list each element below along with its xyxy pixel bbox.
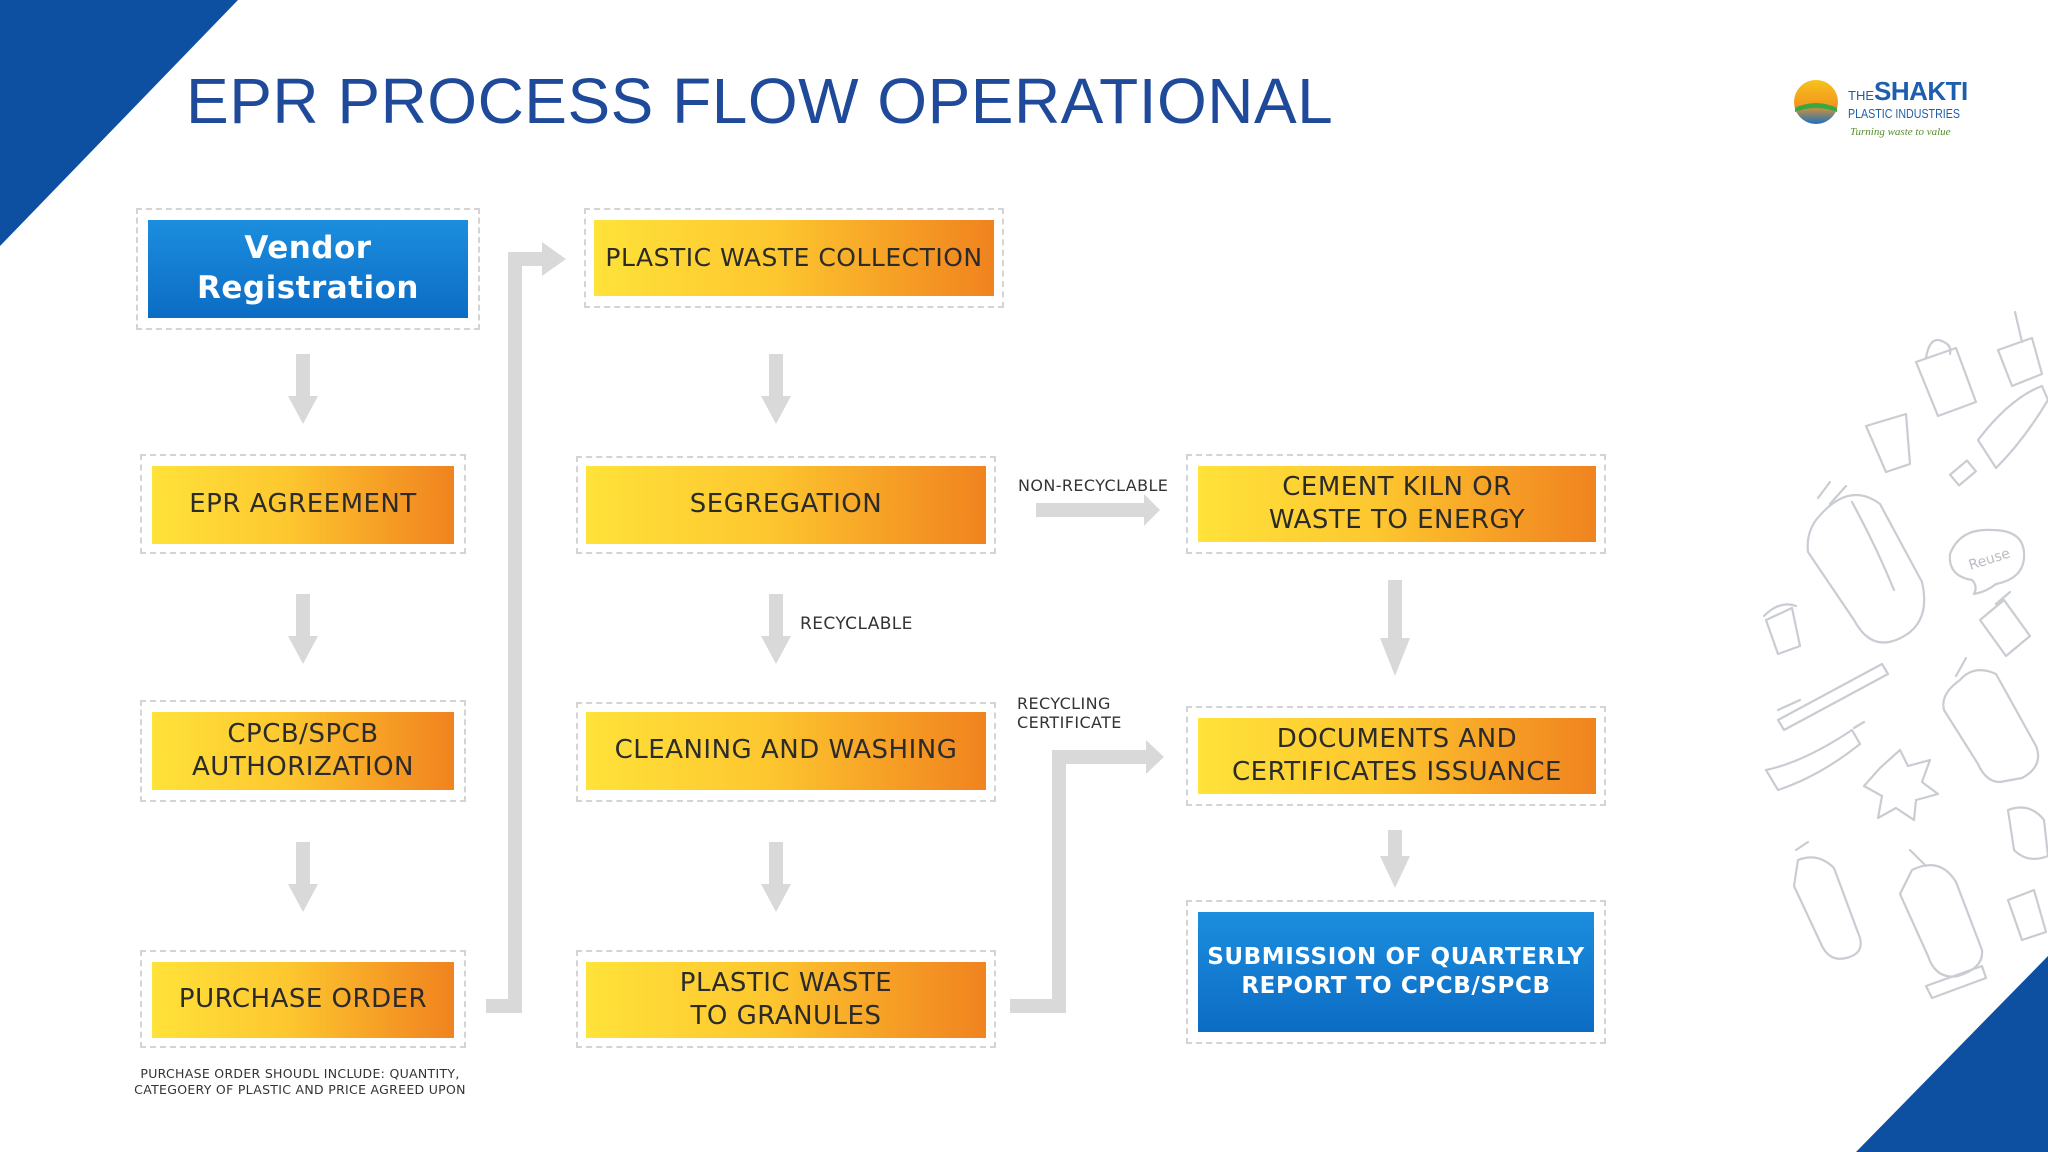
arrow-down-kiln-to-documents	[1380, 580, 1410, 676]
frame-purchase-order	[140, 950, 466, 1048]
arrow-down-agreement-to-authorization	[288, 594, 318, 664]
arrow-down-segregation-to-cleaning	[761, 594, 791, 664]
logo-name: SHAKTI	[1874, 76, 1968, 106]
frame-documents	[1186, 706, 1606, 806]
purchase-order-note: PURCHASE ORDER SHOUDL INCLUDE: QUANTITY,…	[134, 1066, 466, 1097]
arrow-down-authorization-to-order	[288, 842, 318, 912]
frame-authorization	[140, 700, 466, 802]
toothbrush-icon	[1776, 662, 1890, 732]
step-documents-issuance: DOCUMENTS AND CERTIFICATES ISSUANCE	[1198, 718, 1596, 794]
frame-cleaning	[576, 702, 996, 802]
step-cleaning-and-washing: CLEANING AND WASHING	[586, 712, 986, 790]
soap-bottle-icon	[1792, 840, 1862, 960]
recycling-doodles-illustration: Reuse	[1762, 310, 2048, 1000]
arrow-right-non-recyclable	[1036, 494, 1160, 526]
shopping-bag-icon	[1914, 338, 1978, 418]
sun-globe-icon	[1794, 80, 1838, 124]
frame-submission	[1186, 900, 1606, 1044]
label-non-recyclable: NON-RECYCLABLE	[1018, 476, 1169, 495]
can-icon	[2006, 806, 2048, 861]
reuse-doodle-text: Reuse	[1967, 545, 2012, 573]
company-logo: THESHAKTI PLASTIC INDUSTRIES Turning was…	[1790, 70, 1990, 150]
frame-vendor-registration	[136, 208, 480, 330]
logo-the: THE	[1848, 88, 1874, 103]
step-plastic-waste-to-granules: PLASTIC WASTE TO GRANULES	[586, 962, 986, 1038]
top-left-corner-triangle	[0, 0, 238, 246]
small-cup-icon	[1762, 603, 1802, 656]
label-recycling-certificate: RECYCLING CERTIFICATE	[1017, 694, 1122, 733]
step-plastic-waste-collection: PLASTIC WASTE COLLECTION	[594, 220, 994, 296]
logo-tagline: Turning waste to value	[1850, 126, 1951, 138]
step-cement-kiln: CEMENT KILN OR WASTE TO ENERGY	[1198, 466, 1596, 542]
bottom-right-corner-triangle	[1856, 956, 2048, 1152]
connector-order-to-collection	[486, 242, 566, 1013]
cup-icon	[1996, 310, 2044, 388]
sprayer-bottle-icon	[1898, 848, 1984, 978]
crumpled-paper-icon	[1862, 748, 1940, 822]
logo-subtitle: PLASTIC INDUSTRIES	[1848, 106, 1960, 121]
disposable-cup-icon	[1864, 412, 1912, 474]
reuse-speech-bubble	[1948, 528, 2026, 596]
page-title: EPR PROCESS FLOW OPERATIONAL	[186, 65, 1334, 137]
connector-granules-to-documents	[1010, 740, 1164, 1013]
step-purchase-order: PURCHASE ORDER	[152, 962, 454, 1038]
step-vendor-registration: Vendor Registration	[148, 220, 468, 318]
small-bottle-icon	[2006, 888, 2048, 942]
arrow-down-cleaning-to-granules	[761, 842, 791, 912]
straw-icon	[1924, 964, 1988, 1000]
tube-icon	[1764, 720, 1866, 792]
frame-epr-agreement	[140, 454, 466, 554]
water-jug-icon	[1806, 480, 1926, 644]
canister-icon	[1942, 656, 2040, 784]
label-recyclable: RECYCLABLE	[800, 614, 913, 634]
step-submission-quarterly-report: SUBMISSION OF QUARTERLY REPORT TO CPCB/S…	[1198, 912, 1594, 1032]
arrow-down-vendor-to-agreement	[288, 354, 318, 424]
bottle-icon	[1948, 384, 2048, 487]
arrow-down-collection-to-segregation	[761, 354, 791, 424]
frame-segregation	[576, 456, 996, 554]
step-epr-agreement: EPR AGREEMENT	[152, 466, 454, 544]
frame-granules	[576, 950, 996, 1048]
arrow-down-documents-to-submission	[1380, 830, 1410, 888]
step-authorization: CPCB/SPCB AUTHORIZATION	[152, 712, 454, 790]
spray-bottle-icon	[1978, 590, 2032, 658]
frame-collection	[584, 208, 1004, 308]
frame-cement-kiln	[1186, 454, 1606, 554]
step-segregation: SEGREGATION	[586, 466, 986, 544]
